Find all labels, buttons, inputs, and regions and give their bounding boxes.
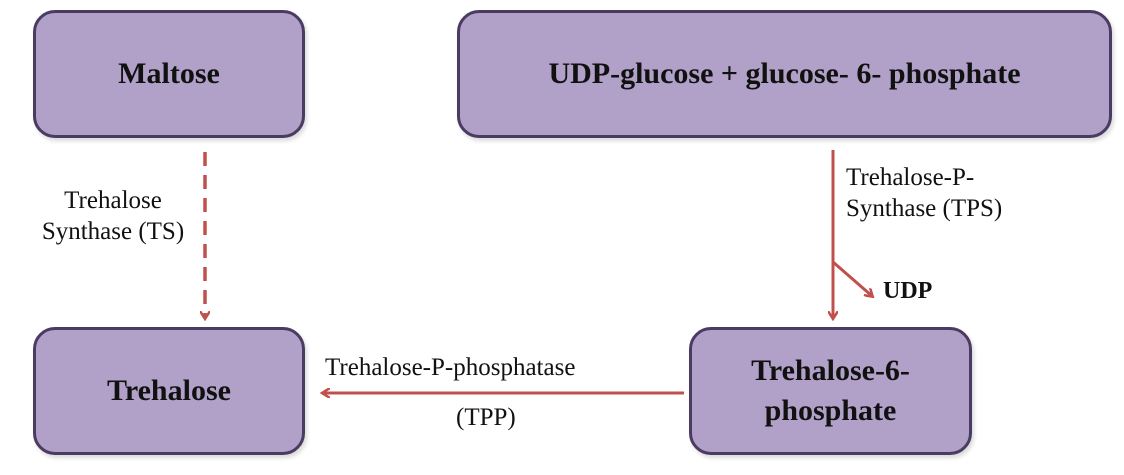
node-maltose: Maltose [33, 10, 305, 138]
node-t6p-label-line2: phosphate [764, 394, 897, 427]
arrow-udp-release [832, 260, 872, 296]
node-udp-glucose-label: UDP-glucose + glucose- 6- phosphate [548, 56, 1021, 90]
enzyme-label-ts: Trehalose Synthase (TS) [8, 185, 218, 248]
enzyme-tps-line2: Synthase (TPS) [846, 195, 1003, 223]
node-udp-glucose: UDP-glucose + glucose- 6- phosphate [457, 10, 1112, 138]
enzyme-tps-line1: Trehalose-P- [846, 164, 975, 191]
byproduct-label-udp: UDP [883, 278, 933, 304]
enzyme-label-tpp-abbr: (TPP) [456, 404, 516, 431]
node-trehalose-6-phosphate: Trehalose-6- phosphate [689, 327, 972, 455]
node-maltose-label: Maltose [118, 56, 220, 90]
enzyme-label-tpp-name: Trehalose-P-phosphatase [325, 354, 576, 381]
node-trehalose: Trehalose [33, 327, 305, 455]
node-trehalose-label: Trehalose [107, 373, 231, 407]
enzyme-ts-line2: Synthase (TS) [41, 218, 185, 246]
enzyme-ts-line1: Trehalose [64, 187, 162, 214]
node-t6p-label-line1: Trehalose-6- [751, 353, 910, 387]
enzyme-label-tps: Trehalose-P- Synthase (TPS) [846, 162, 1002, 225]
